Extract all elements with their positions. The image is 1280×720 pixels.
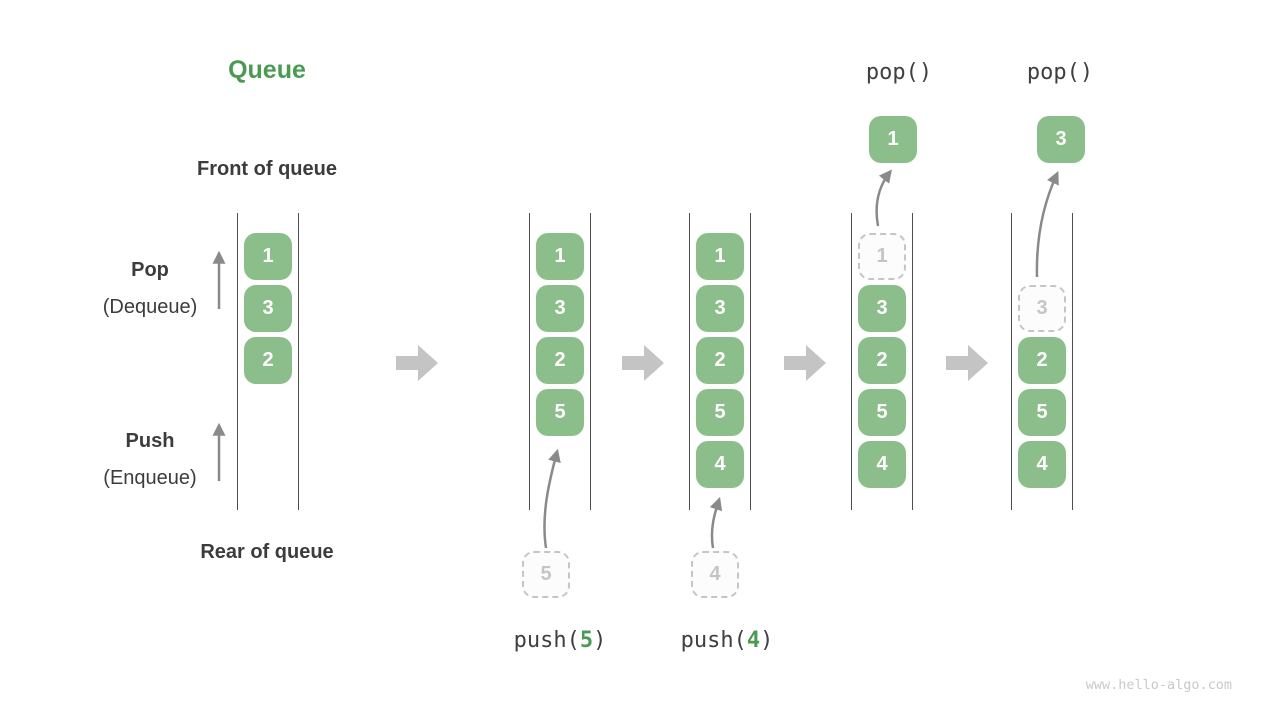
transition-arrow-icon bbox=[946, 345, 988, 381]
queue-item: 5 bbox=[1018, 389, 1066, 436]
queue-item: 2 bbox=[696, 337, 744, 384]
queue-item: 2 bbox=[244, 337, 292, 384]
transition-arrow-icon bbox=[396, 345, 438, 381]
rear-of-queue-label: Rear of queue bbox=[200, 541, 334, 563]
queue-item: 2 bbox=[1018, 337, 1066, 384]
watermark: www.hello-algo.com bbox=[1085, 677, 1232, 693]
queue-item: 4 bbox=[858, 441, 906, 488]
queue-column-3: 1 3 2 5 4 bbox=[689, 213, 751, 510]
queue-item: 5 bbox=[536, 389, 584, 436]
queue-item: 2 bbox=[858, 337, 906, 384]
removed-item: 1 bbox=[858, 233, 906, 280]
queue-column-5: 3 2 5 4 bbox=[1011, 213, 1073, 510]
queue-column-1: 1 3 2 bbox=[237, 213, 299, 510]
queue-column-2: 1 3 2 5 bbox=[529, 213, 591, 510]
queue-item: 3 bbox=[696, 285, 744, 332]
front-of-queue-label: Front of queue bbox=[197, 158, 337, 180]
popped-item: 1 bbox=[869, 116, 917, 163]
push-enqueue-label: Push (Enqueue) bbox=[40, 423, 260, 497]
pop-operation-label: pop() bbox=[1026, 60, 1094, 85]
queue-column-4: 1 3 2 5 4 bbox=[851, 213, 913, 510]
queue-item: 4 bbox=[696, 441, 744, 488]
transition-arrow-icon bbox=[622, 345, 664, 381]
page-title: Queue bbox=[228, 56, 306, 84]
push-4-operation-label: push(4) bbox=[680, 628, 774, 653]
dequeue-label: (Dequeue) bbox=[102, 296, 198, 318]
queue-item: 1 bbox=[696, 233, 744, 280]
queue-item: 4 bbox=[1018, 441, 1066, 488]
pending-push-item: 5 bbox=[522, 551, 570, 598]
queue-item: 2 bbox=[536, 337, 584, 384]
pop-dequeue-label: Pop (Dequeue) bbox=[40, 252, 260, 326]
push-label: Push bbox=[125, 430, 175, 452]
pop-label: Pop bbox=[131, 259, 169, 281]
queue-item: 5 bbox=[858, 389, 906, 436]
pending-push-item: 4 bbox=[691, 551, 739, 598]
queue-item: 3 bbox=[858, 285, 906, 332]
queue-item: 1 bbox=[536, 233, 584, 280]
queue-item: 3 bbox=[536, 285, 584, 332]
queue-item: 1 bbox=[244, 233, 292, 280]
push-5-operation-label: push(5) bbox=[513, 628, 607, 653]
queue-item: 5 bbox=[696, 389, 744, 436]
popped-item: 3 bbox=[1037, 116, 1085, 163]
transition-arrow-icon bbox=[784, 345, 826, 381]
pop-operation-label: pop() bbox=[865, 60, 933, 85]
removed-item: 3 bbox=[1018, 285, 1066, 332]
enqueue-label: (Enqueue) bbox=[103, 467, 197, 489]
queue-item: 3 bbox=[244, 285, 292, 332]
